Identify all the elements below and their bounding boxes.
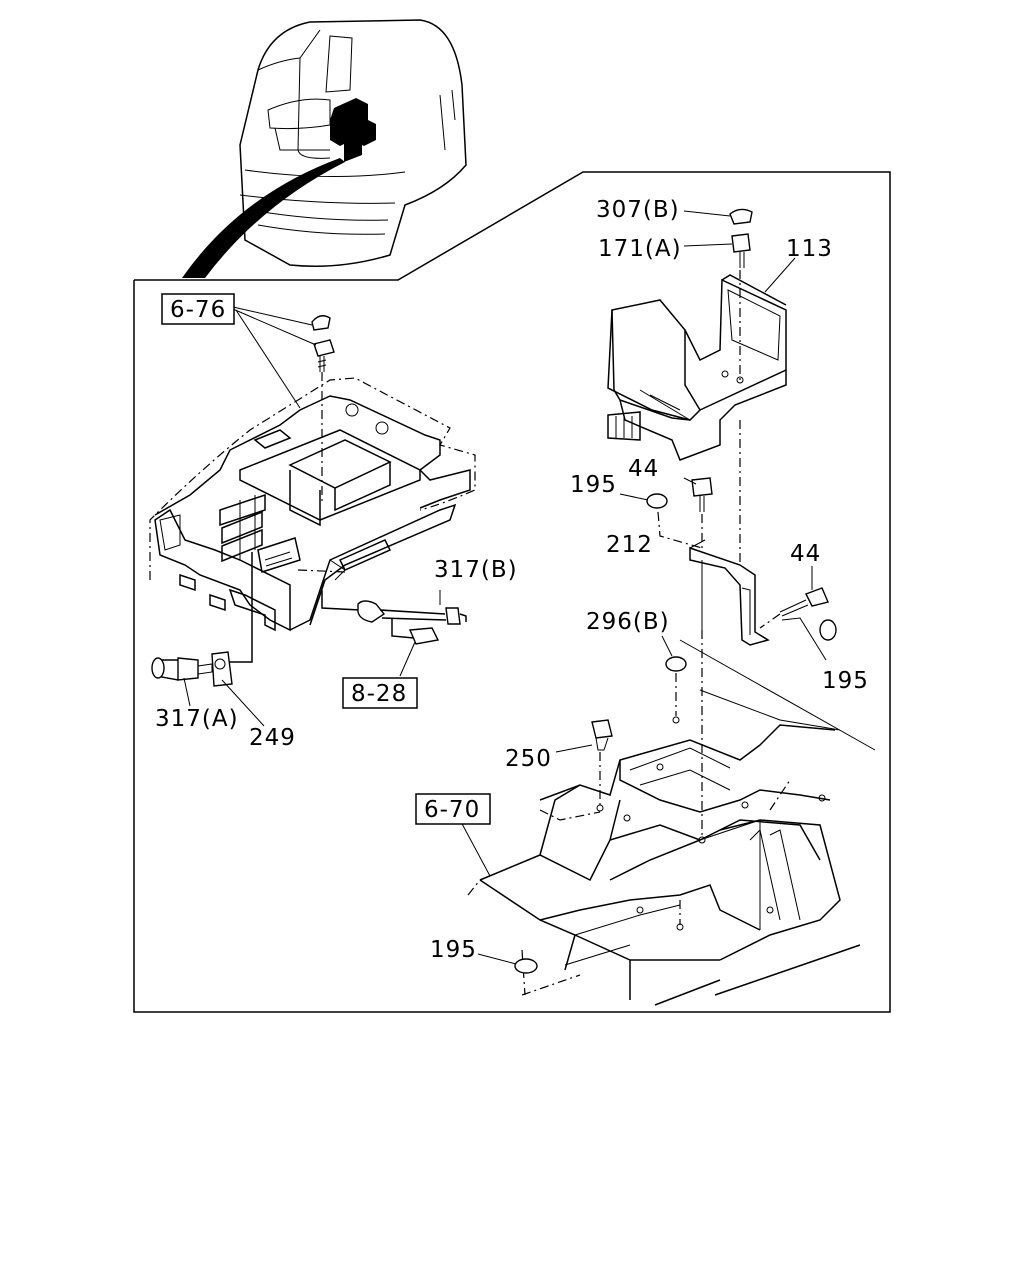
label-307b: 307(B)	[596, 197, 680, 223]
ref-6-70: 6-70	[415, 793, 491, 877]
label-212: 212	[606, 532, 653, 558]
label-317a: 317(A)	[155, 706, 239, 732]
label-195-upper: 195	[570, 472, 617, 498]
bracket-113	[607, 274, 787, 461]
center-console	[149, 377, 476, 632]
diagram-frame	[133, 171, 891, 1013]
label-195-right: 195	[822, 668, 869, 694]
console-fasteners	[311, 315, 335, 505]
label-113: 113	[786, 236, 833, 262]
callout-labels: 307(B) 171(A) 113 44 195 212 44 296(B) 1…	[155, 197, 869, 963]
label-44-right: 44	[790, 541, 821, 567]
label-250: 250	[505, 746, 552, 772]
ref-label-8-28: 8-28	[351, 681, 407, 707]
fasteners-top-right	[683, 208, 796, 380]
socket-317a	[151, 552, 265, 727]
harness-317b	[297, 569, 467, 677]
ref-label-6-70: 6-70	[424, 797, 480, 823]
ref-6-76: 6-76	[161, 293, 317, 409]
ref-label-6-76: 6-76	[170, 297, 226, 323]
cab-thumbnail	[182, 19, 467, 278]
bracket-212-group	[619, 420, 837, 661]
floor-section	[467, 560, 876, 1006]
label-249: 249	[249, 725, 296, 751]
label-317b: 317(B)	[434, 557, 518, 583]
label-296b: 296(B)	[586, 609, 670, 635]
label-44-upper: 44	[628, 456, 659, 482]
label-195-lower: 195	[430, 937, 477, 963]
label-171a: 171(A)	[598, 236, 682, 262]
ref-8-28: 8-28	[342, 677, 418, 709]
